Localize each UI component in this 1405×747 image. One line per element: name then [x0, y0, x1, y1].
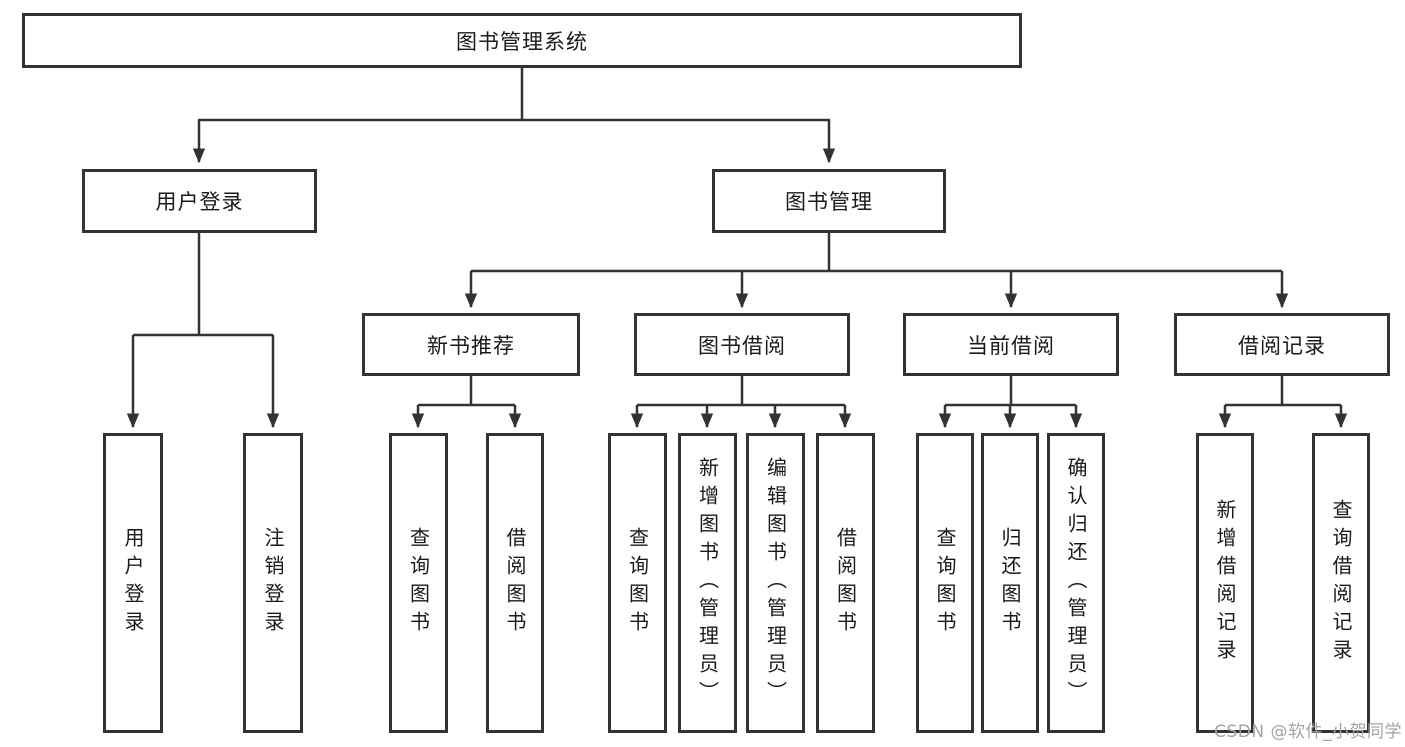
leaf-br-query-record: 查询借阅记录 [1312, 433, 1370, 733]
leaf-nbr-query-books: 查询图书 [389, 433, 448, 733]
connector-book-borrow-to-leaves [630, 376, 852, 429]
node-book-borrow: 图书借阅 [634, 313, 850, 376]
connector-root-to-level2 [192, 68, 836, 164]
connector-book-management-to-level3 [464, 233, 1289, 309]
leaf-bb-edit-books-admin: 编辑图书（管理员） [746, 433, 805, 733]
connector-user-login-to-leaves [126, 233, 280, 429]
leaf-nbr-borrow-books: 借阅图书 [486, 433, 544, 733]
leaf-logout-login: 注销登录 [243, 433, 303, 733]
node-user-login: 用户登录 [82, 169, 317, 233]
node-current-borrow: 当前借阅 [903, 313, 1119, 376]
leaf-bb-query-books: 查询图书 [608, 433, 667, 733]
leaf-cb-query-books: 查询图书 [916, 433, 974, 733]
connector-current-borrow-to-leaves [938, 376, 1083, 429]
node-new-book-recommend: 新书推荐 [362, 313, 580, 376]
node-book-management: 图书管理 [712, 169, 946, 233]
leaf-cb-confirm-return-admin: 确认归还（管理员） [1047, 433, 1105, 733]
leaf-br-add-record: 新增借阅记录 [1196, 433, 1254, 733]
leaf-bb-borrow-books: 借阅图书 [816, 433, 875, 733]
leaf-bb-add-books-admin: 新增图书（管理员） [678, 433, 737, 733]
connector-borrow-records-to-leaves [1218, 376, 1348, 429]
leaf-cb-return-books: 归还图书 [981, 433, 1039, 733]
leaf-user-login: 用户登录 [103, 433, 163, 733]
csdn-watermark: CSDN @软件_小贺同学 [1214, 722, 1402, 742]
connector-new-book-recommend-to-leaves [411, 376, 522, 429]
node-root-library-management-system: 图书管理系统 [22, 13, 1022, 68]
node-borrow-records: 借阅记录 [1174, 313, 1390, 376]
